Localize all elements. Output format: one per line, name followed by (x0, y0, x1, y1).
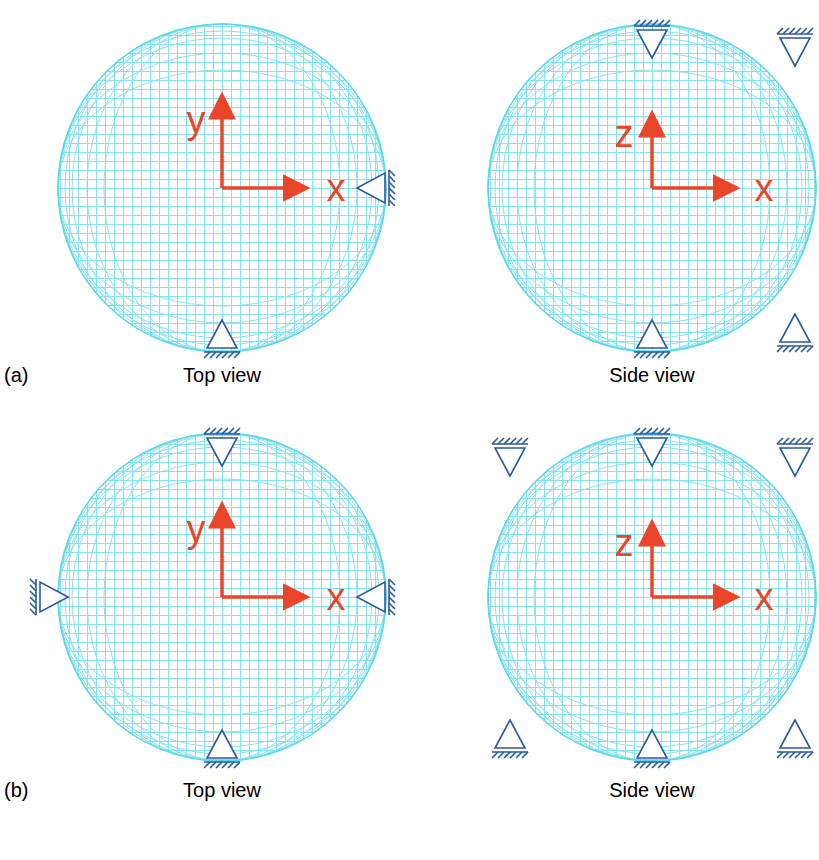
view-caption: Side view (609, 780, 695, 800)
axis-label: y (187, 510, 206, 548)
axis-label: y (187, 101, 206, 139)
view-caption: Top view (183, 780, 261, 800)
axis-label: z (615, 115, 634, 153)
axis-label: x (755, 169, 774, 207)
axis-label: z (615, 524, 634, 562)
panel-label: (a) (4, 365, 28, 385)
axis-label: x (755, 578, 774, 616)
axis-label: x (327, 169, 346, 207)
panel-label: (b) (4, 780, 28, 800)
view-caption: Side view (609, 365, 695, 385)
axis-label: x (327, 578, 346, 616)
view-caption: Top view (183, 365, 261, 385)
